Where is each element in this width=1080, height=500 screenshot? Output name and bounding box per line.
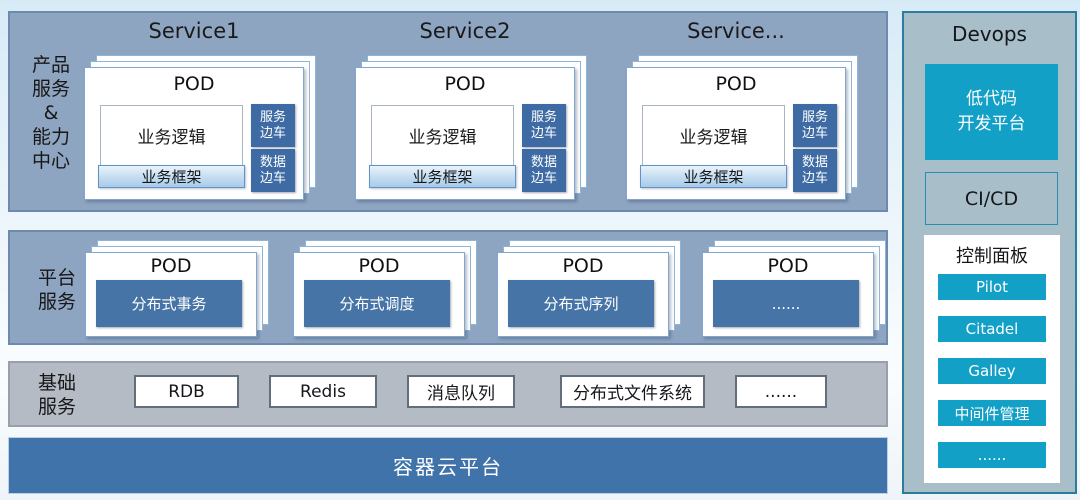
service2-pod-stack: POD 业务逻辑 业务框架 服务 边车 数据 边车 (355, 55, 587, 200)
pod-title: POD (444, 73, 486, 95)
platform-pod-stack: POD ...... (702, 240, 886, 337)
sidecar-text: 服务 (259, 109, 286, 125)
sidecar-text: 边车 (530, 125, 557, 141)
data-sidecar-box: 数据 边车 (522, 149, 566, 192)
service1-pod-stack: POD 业务逻辑 业务框架 服务 边车 数据 边车 (84, 55, 316, 200)
distributed-transaction-box: 分布式事务 (96, 280, 242, 327)
business-framework-box: 业务框架 (98, 165, 245, 188)
sidecar-text: 边车 (259, 170, 286, 186)
sidecar-text: 边车 (801, 170, 828, 186)
platform-pod-card: POD 分布式调度 (293, 252, 465, 337)
pod-title: POD (715, 73, 757, 95)
base-band-label-line: 服务 (37, 396, 76, 418)
product-band-label-line: 能力 (31, 126, 70, 148)
business-logic-box: 业务逻辑 (371, 105, 514, 166)
sidecar-text: 数据 (801, 154, 828, 170)
sidecar-text: 服务 (801, 109, 828, 125)
service-sidecar-box: 服务 边车 (793, 104, 837, 147)
redis-box: Redis (269, 375, 377, 408)
pod-title: POD (767, 255, 809, 277)
more-control-box: ...... (938, 442, 1046, 468)
control-panel-box: 控制面板 Pilot Citadel Galley 中间件管理 ...... (924, 235, 1060, 483)
control-panel-title: 控制面板 (956, 246, 1028, 267)
sidecar-text: 边车 (801, 125, 828, 141)
base-band-label-line: 基础 (37, 372, 76, 394)
distributed-sequence-box: 分布式序列 (508, 280, 654, 327)
more-services-box: ...... (713, 280, 859, 327)
business-framework-box: 业务框架 (369, 165, 516, 188)
service3-pod-stack: POD 业务逻辑 业务框架 服务 边车 数据 边车 (626, 55, 858, 200)
middleware-management-box: 中间件管理 (938, 400, 1046, 426)
product-band-label-line: 中心 (31, 150, 70, 172)
service2-pod-card: POD 业务逻辑 业务框架 服务 边车 数据 边车 (355, 67, 575, 200)
platform-pod-card: POD 分布式事务 (85, 252, 257, 337)
platform-services-band: 平台 服务 POD 分布式事务 POD 分布式调度 POD 分布式序列 POD … (8, 230, 888, 345)
pod-title: POD (150, 255, 192, 277)
product-band-label: 产品 服务 & 能力 中心 (20, 53, 82, 173)
sidecar-text: 边车 (530, 170, 557, 186)
container-cloud-platform-label: 容器云平台 (393, 455, 503, 479)
platform-pod-stack: POD 分布式序列 (497, 240, 681, 337)
business-framework-box: 业务框架 (640, 165, 787, 188)
message-queue-box: 消息队列 (407, 375, 515, 408)
business-logic-box: 业务逻辑 (642, 105, 785, 166)
business-logic-box: 业务逻辑 (100, 105, 243, 166)
service3-title: Service... (687, 19, 785, 43)
rdb-box: RDB (134, 375, 239, 408)
data-sidecar-box: 数据 边车 (793, 149, 837, 192)
product-band-label-line: 产品 (31, 54, 70, 76)
sidecar-text: 服务 (530, 109, 557, 125)
lowcode-platform-text: 开发平台 (957, 114, 1026, 134)
sidecar-text: 数据 (530, 154, 557, 170)
pod-title: POD (358, 255, 400, 277)
platform-pod-stack: POD 分布式事务 (85, 240, 269, 337)
more-base-services-box: ...... (735, 375, 827, 408)
distributed-scheduling-box: 分布式调度 (304, 280, 450, 327)
base-band-label: 基础 服务 (26, 371, 88, 419)
platform-band-label: 平台 服务 (26, 266, 88, 314)
platform-band-label-line: 平台 (37, 267, 76, 289)
cicd-box: CI/CD (925, 172, 1058, 225)
devops-title: Devops (952, 22, 1027, 46)
platform-pod-card: POD ...... (702, 252, 874, 337)
product-band-label-line: 服务 (31, 78, 70, 100)
pod-title: POD (562, 255, 604, 277)
galley-box: Galley (938, 358, 1046, 384)
service-sidecar-box: 服务 边车 (251, 104, 295, 147)
data-sidecar-box: 数据 边车 (251, 149, 295, 192)
service-sidecar-box: 服务 边车 (522, 104, 566, 147)
pod-title: POD (173, 73, 215, 95)
lowcode-platform-box: 低代码 开发平台 (925, 64, 1058, 160)
service1-title: Service1 (148, 19, 240, 43)
pilot-box: Pilot (938, 274, 1046, 300)
product-band-label-line: & (43, 102, 59, 124)
lowcode-platform-text: 低代码 (966, 89, 1017, 109)
service3-pod-card: POD 业务逻辑 业务框架 服务 边车 数据 边车 (626, 67, 846, 200)
base-services-band: 基础 服务 RDB Redis 消息队列 分布式文件系统 ...... (8, 361, 888, 427)
service1-pod-card: POD 业务逻辑 业务框架 服务 边车 数据 边车 (84, 67, 304, 200)
citadel-box: Citadel (938, 316, 1046, 342)
platform-pod-stack: POD 分布式调度 (293, 240, 477, 337)
platform-pod-card: POD 分布式序列 (497, 252, 669, 337)
devops-panel: Devops 低代码 开发平台 CI/CD 控制面板 Pilot Citadel… (902, 11, 1077, 494)
sidecar-text: 边车 (259, 125, 286, 141)
distributed-file-system-box: 分布式文件系统 (560, 375, 705, 408)
product-services-band: 产品 服务 & 能力 中心 Service1 POD 业务逻辑 业务框架 服务 … (8, 11, 888, 212)
sidecar-text: 数据 (259, 154, 286, 170)
platform-band-label-line: 服务 (37, 291, 76, 313)
container-cloud-platform-band: 容器云平台 (8, 437, 888, 494)
service2-title: Service2 (419, 19, 511, 43)
